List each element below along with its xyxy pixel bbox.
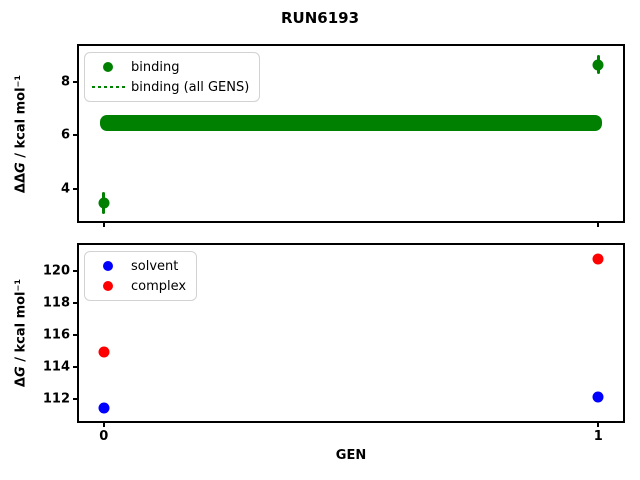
bottom-y-axis-label: ΔG / kcal mol⁻¹ [14,279,29,387]
legend-entry-solvent: solvent [85,256,186,276]
binding-point [592,59,604,71]
y-tick-label: 112 [42,391,70,407]
x-tick-mark [597,223,600,227]
binding-all-gens-band [99,115,603,132]
x-axis-label: GEN [335,448,367,463]
y-tick-label: 114 [42,359,70,375]
units-text: / kcal mol⁻¹ [13,74,29,163]
legend-label-complex: complex [131,278,187,294]
binding-subplot: binding binding (all GENS) 4 6 8 [61,44,625,227]
complex-point [592,253,604,265]
y-tick-label: 116 [42,327,70,343]
g-symbol: G [13,366,29,378]
delta-symbols: Δ [13,377,29,388]
complex-marker-icon [103,281,113,291]
y-tick-label: 6 [60,127,70,143]
figure-title: RUN6193 [280,9,360,27]
delta-symbols: ΔΔ [13,172,29,194]
g-symbol: G [13,162,29,173]
y-tick-mark [73,187,77,190]
y-tick-label: 118 [42,295,70,311]
solvent-marker-icon [103,261,113,271]
complex-point [98,346,110,358]
y-tick-label: 8 [60,74,70,90]
y-tick-label: 120 [42,263,70,279]
legend-label-solvent: solvent [131,258,179,274]
legend-handle [85,62,131,72]
x-tick-mark [102,223,105,227]
x-tick-mark [597,423,600,427]
bottom-legend: solvent complex [84,251,198,301]
x-tick-mark [102,423,105,427]
y-tick-mark [73,134,77,137]
y-tick-mark [73,365,77,368]
legend-entry-binding: binding [85,57,249,77]
legend-entry-binding-all-gens: binding (all GENS) [85,77,249,97]
binding-marker-icon [103,62,113,72]
dg-subplot: solvent complex 112 114 116 118 120 0 1 [43,243,625,443]
legend-label-binding-all-gens: binding (all GENS) [131,79,250,95]
legend-label-binding: binding [131,59,180,75]
y-tick-mark [73,397,77,400]
y-tick-mark [73,269,77,272]
y-tick-mark [73,80,77,83]
top-legend: binding binding (all GENS) [84,52,261,102]
top-y-axis-label: ΔΔG / kcal mol⁻¹ [14,75,29,193]
solvent-point [592,391,604,403]
y-tick-mark [73,333,77,336]
binding-point [98,197,110,209]
units-text: / kcal mol⁻¹ [13,278,29,367]
solvent-point [98,402,110,414]
legend-handle [85,86,131,88]
dotted-line-icon [91,86,125,88]
y-tick-mark [73,301,77,304]
x-tick-label: 0 [99,429,109,444]
legend-entry-complex: complex [85,276,186,296]
legend-handle [85,281,131,291]
x-tick-label: 1 [593,429,603,444]
legend-handle [85,261,131,271]
y-tick-label: 4 [60,181,70,196]
